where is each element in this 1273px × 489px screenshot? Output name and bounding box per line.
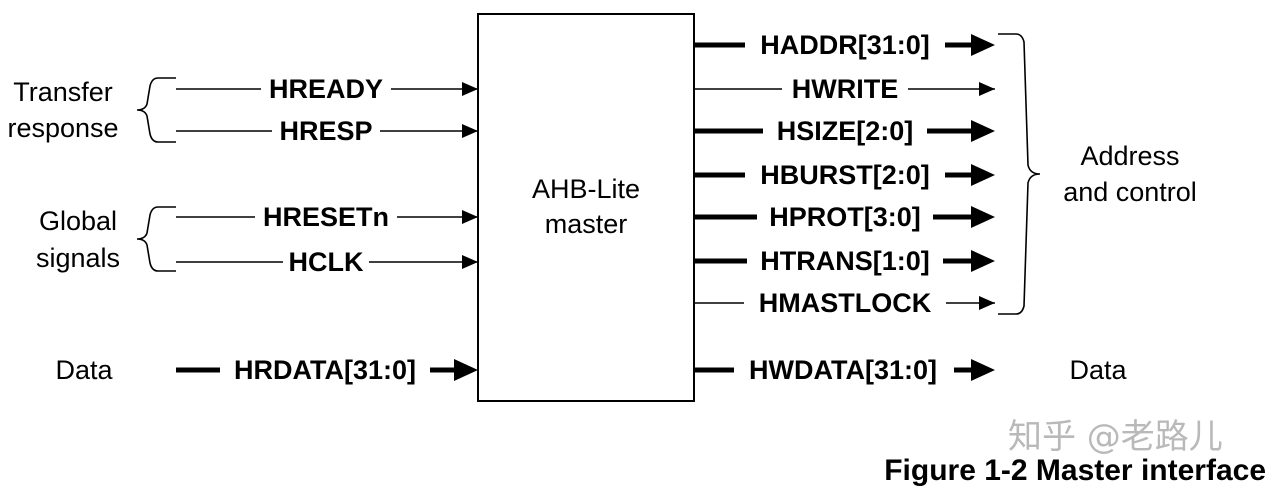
master-box-line1: AHB-Lite xyxy=(532,174,640,204)
group-label-transfer: Transfer xyxy=(13,77,113,107)
signal-hclk: HCLK xyxy=(176,246,478,277)
signal-hmastlock: HMASTLOCK xyxy=(694,287,995,318)
signal-label-hmastlock: HMASTLOCK xyxy=(759,288,932,318)
group-label-and-control: and control xyxy=(1063,177,1197,207)
group-label-data-in: Data xyxy=(55,355,113,385)
signal-label-hsize: HSIZE[2:0] xyxy=(777,116,914,146)
signal-hwrite: HWRITE xyxy=(694,73,995,104)
signal-label-hresp: HRESP xyxy=(279,116,372,146)
signal-hsize: HSIZE[2:0] xyxy=(694,115,995,147)
signal-label-hrdata: HRDATA[31:0] xyxy=(234,355,416,385)
group-label-response: response xyxy=(7,113,118,143)
signal-htrans: HTRANS[1:0] xyxy=(694,245,995,277)
group-label-data-out: Data xyxy=(1069,355,1127,385)
master-box-line2: master xyxy=(545,209,628,239)
signal-hresp: HRESP xyxy=(176,115,478,146)
signal-haddr: HADDR[31:0] xyxy=(694,29,995,61)
signal-label-hwdata: HWDATA[31:0] xyxy=(749,355,937,385)
signal-label-haddr: HADDR[31:0] xyxy=(760,30,930,60)
brace-transfer-response xyxy=(136,77,176,143)
signal-label-hwrite: HWRITE xyxy=(792,74,898,104)
signal-hburst: HBURST[2:0] xyxy=(694,159,995,191)
signal-hwdata: HWDATA[31:0] xyxy=(694,354,995,386)
signal-hresetn: HRESETn xyxy=(176,201,478,232)
signal-label-hready: HREADY xyxy=(269,74,383,104)
signal-hready: HREADY xyxy=(176,73,478,104)
signal-hrdata: HRDATA[31:0] xyxy=(176,354,478,386)
signal-label-hclk: HCLK xyxy=(289,247,364,277)
figure-caption: Figure 1-2 Master interface xyxy=(884,454,1266,487)
signal-label-hburst: HBURST[2:0] xyxy=(760,160,930,190)
watermark: 知乎 @老路儿 xyxy=(1008,417,1223,457)
signal-hprot: HPROT[3:0] xyxy=(694,201,995,233)
signal-label-hresetn: HRESETn xyxy=(263,202,389,232)
master-box xyxy=(477,13,695,402)
signal-label-htrans: HTRANS[1:0] xyxy=(760,246,930,276)
signal-label-hprot: HPROT[3:0] xyxy=(769,202,921,232)
brace-global-signals xyxy=(136,206,176,272)
group-label-address: Address xyxy=(1080,141,1179,171)
group-label-global: Global xyxy=(39,206,117,236)
group-label-signals: signals xyxy=(36,243,120,273)
brace-address-control xyxy=(998,33,1041,315)
